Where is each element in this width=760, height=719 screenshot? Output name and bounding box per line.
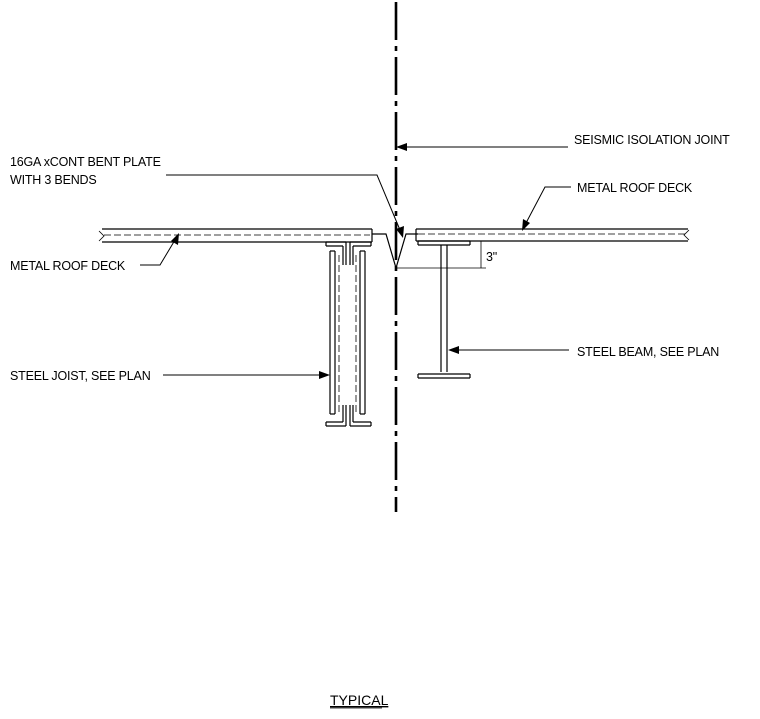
bent-plate-label-line1: 16GA xCONT BENT PLATE — [10, 155, 161, 169]
dimension-3in — [397, 240, 486, 269]
steel-joist-label: STEEL JOIST, SEE PLAN — [10, 369, 151, 383]
steel-joist — [325, 241, 372, 427]
seismic-joint-label: SEISMIC ISOLATION JOINT — [574, 133, 730, 147]
right-roof-deck — [415, 228, 690, 242]
roof-deck-left-label: METAL ROOF DECK — [10, 259, 126, 273]
steel-joist-leader — [163, 371, 330, 379]
left-roof-deck — [98, 228, 373, 243]
dimension-label: 3" — [486, 250, 497, 264]
seismic-joint-leader — [396, 143, 568, 151]
roof-deck-right-label: METAL ROOF DECK — [577, 181, 693, 195]
steel-beam-leader — [448, 346, 569, 354]
steel-beam — [417, 240, 471, 379]
bent-plate — [372, 233, 418, 271]
bent-plate-leader — [166, 174, 404, 238]
roof-deck-left-leader — [140, 233, 179, 266]
detail-title: TYPICAL — [330, 692, 389, 708]
steel-beam-label: STEEL BEAM, SEE PLAN — [577, 345, 719, 359]
roof-deck-right-leader — [522, 186, 571, 231]
bent-plate-label-line2: WITH 3 BENDS — [10, 173, 97, 187]
